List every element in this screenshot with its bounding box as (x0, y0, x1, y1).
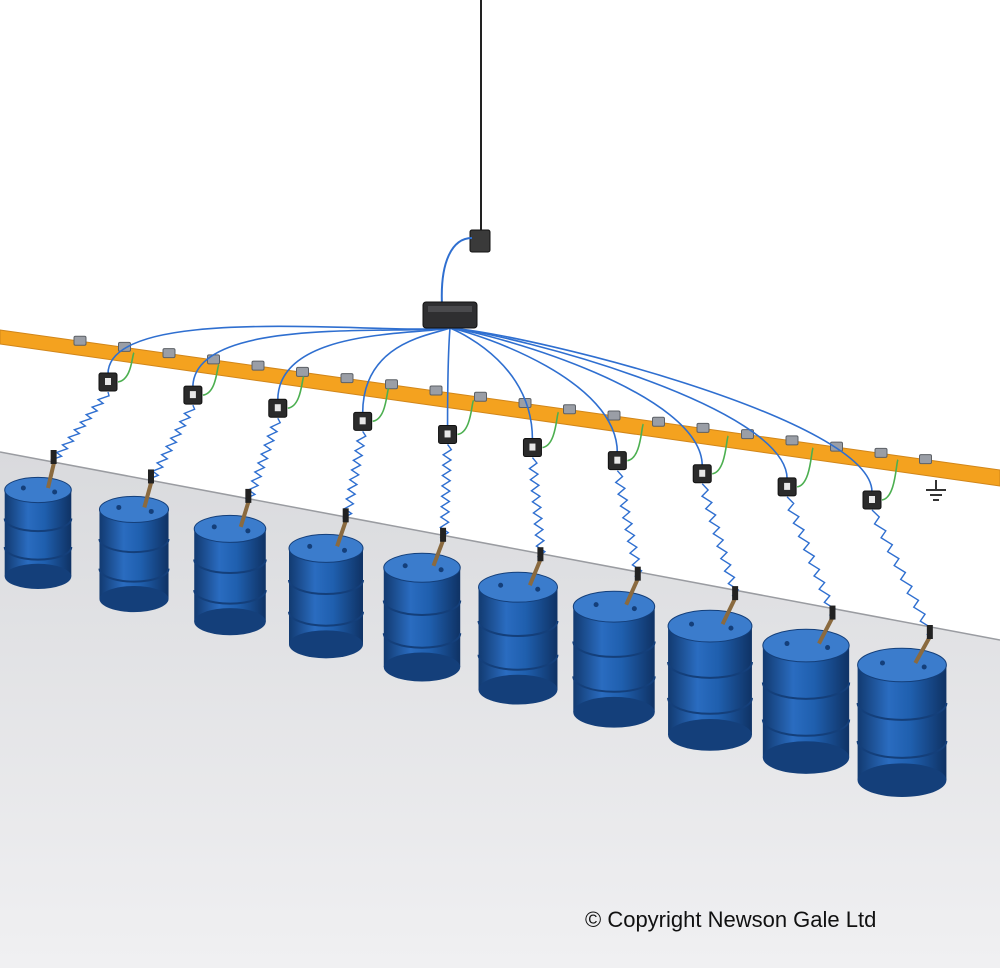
coiled-cable (614, 470, 643, 578)
ground-wire (372, 387, 390, 423)
junction-box-icon (422, 301, 478, 329)
drum-clamp-icon (46, 450, 57, 489)
coiled-cable (245, 417, 282, 500)
monitor-cable (449, 327, 619, 453)
ceiling-connector-icon (469, 229, 491, 253)
coiled-cable (528, 457, 547, 558)
monitor-cable (449, 327, 873, 493)
drum-clamp-icon (817, 605, 836, 645)
drum-icon (193, 514, 267, 636)
clamp-monitor-icon (862, 490, 882, 510)
drum-icon (98, 495, 170, 613)
busbar-clip-icon (385, 379, 398, 390)
ground-wire (881, 459, 899, 501)
busbar-clip-icon (340, 373, 354, 384)
monitor-cable (361, 327, 451, 414)
coiled-cable (342, 430, 367, 519)
coiled-cable (147, 404, 196, 481)
monitor-cable (449, 327, 704, 466)
drums (3, 450, 948, 797)
monitor-cable (446, 327, 451, 427)
feed-cable (440, 237, 473, 306)
monitor-cables (50, 325, 933, 636)
clamp-monitor-icon (522, 438, 542, 458)
coiled-cable (700, 483, 740, 597)
drum-icon (572, 590, 656, 728)
drum-icon (3, 476, 73, 590)
clamp-monitor-icon (438, 424, 458, 444)
coiled-cable (786, 496, 836, 617)
copyright-caption: © Copyright Newson Gale Ltd (585, 907, 877, 932)
coiled-cable (439, 444, 453, 539)
drum-clamp-icon (913, 625, 933, 664)
drum-icon (382, 552, 462, 682)
drum-icon (288, 533, 364, 659)
busbar-clip-icon (296, 366, 309, 377)
monitor-cable (276, 327, 451, 401)
ground-wire (627, 423, 645, 462)
ground-wire (457, 399, 475, 436)
drum-clamp-icon (431, 527, 447, 567)
busbar-clip-icon (429, 385, 443, 396)
clamp-monitor-icon (607, 451, 627, 471)
clamp-monitors (98, 372, 882, 510)
drum-clamp-icon (720, 586, 739, 625)
drum-icon (856, 647, 948, 797)
busbar-clip-icon (118, 341, 131, 352)
clamp-monitor-icon (183, 385, 203, 405)
ground-wire (202, 364, 220, 396)
drum-clamp-icon (335, 508, 349, 547)
drum-icon (667, 609, 753, 751)
drum-icon (477, 571, 559, 705)
clamp-monitor-icon (268, 398, 288, 418)
busbar-clip-icon (563, 404, 576, 415)
ground-wire (796, 447, 814, 488)
busbar-clip-icon (785, 435, 799, 446)
ground-wire (287, 375, 305, 410)
drum-clamp-icon (238, 488, 252, 528)
busbar-clip-icon (830, 441, 843, 452)
monitor-cable (449, 327, 534, 440)
monitor-cable (192, 327, 451, 388)
ground-symbol-icon (926, 480, 946, 501)
coiled-cable (50, 391, 110, 461)
ground-wire (711, 435, 729, 475)
busbar-clip-icon (919, 454, 932, 465)
ground-wire (542, 411, 560, 449)
busbar-clip-icon (207, 354, 220, 365)
ground-wire (117, 352, 135, 383)
busbar-clip-icon (874, 447, 888, 458)
busbar-clip-icon (607, 410, 621, 421)
drum-clamp-icon (527, 547, 544, 586)
coiled-cable (871, 509, 933, 636)
drum-icon (761, 628, 851, 774)
busbar-clip-icon (162, 348, 176, 359)
clamp-monitor-icon (777, 477, 797, 497)
clamp-monitor-icon (98, 372, 118, 392)
busbar-clip-icon (251, 360, 265, 371)
busbar-clip-icon (474, 391, 487, 402)
busbar-clip-icon (741, 429, 754, 440)
busbar-clip-icon (73, 335, 87, 346)
drum-clamp-icon (142, 469, 154, 508)
busbar-clip-icon (652, 416, 665, 427)
busbar (0, 329, 1000, 487)
monitor-cable (449, 327, 788, 479)
clamp-monitor-icon (692, 464, 712, 484)
busbar-clips (73, 335, 932, 465)
clamp-monitor-icon (353, 411, 373, 431)
drum-clamp-icon (624, 566, 641, 606)
busbar-clip-icon (696, 422, 710, 433)
